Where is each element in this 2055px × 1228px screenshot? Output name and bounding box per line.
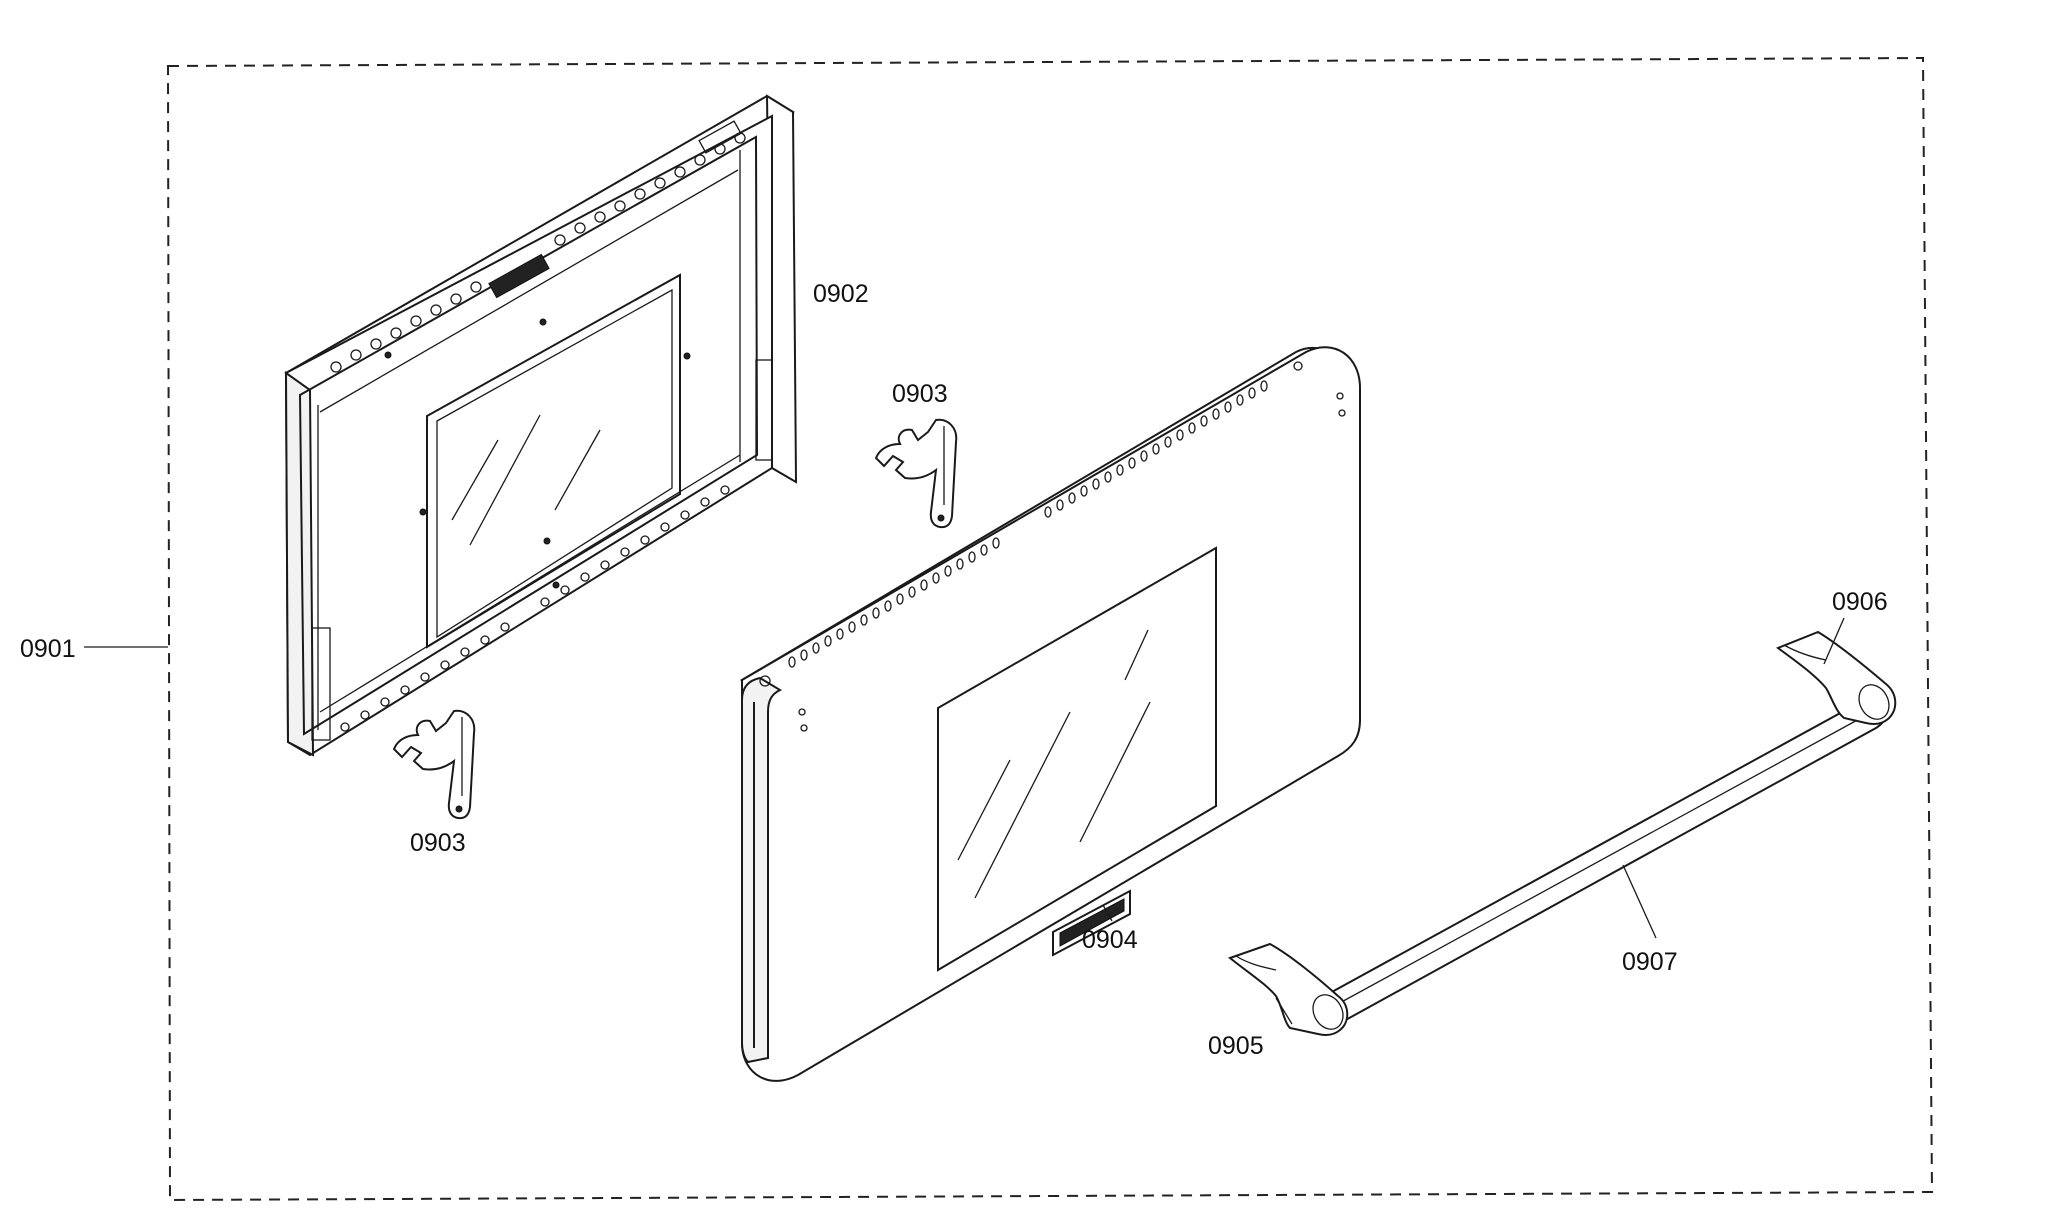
end-cap-left: [1227, 942, 1349, 1036]
callout-0905: 0905: [1208, 997, 1293, 1060]
callout-0906-label: 0906: [1832, 588, 1888, 616]
assembly-boundary: [166, 56, 1934, 1202]
callout-0902-label: 0902: [813, 280, 869, 308]
callout-0903-upper: 0903: [892, 380, 948, 408]
hinge-lower: [392, 709, 476, 820]
hinge-upper: [874, 418, 958, 529]
callout-0907-label: 0907: [1622, 948, 1678, 976]
callout-0907: 0907: [1622, 864, 1678, 976]
inner-door-vent-holes-bottom: [340, 485, 730, 732]
callout-0901: 0901: [20, 635, 168, 663]
end-cap-right: [1775, 630, 1897, 725]
callout-0904-label: 0904: [1082, 926, 1138, 954]
callout-0903-lower: 0903: [410, 829, 466, 857]
inner-door-vent-holes-top: [330, 132, 746, 373]
callout-0905-label: 0905: [1208, 1032, 1264, 1060]
callout-0901-label: 0901: [20, 635, 76, 663]
callout-0906: 0906: [1823, 588, 1888, 665]
handle-bar: [1328, 696, 1888, 1024]
inner-door-panel: [284, 94, 798, 757]
outer-door-vent-slots: [788, 380, 1268, 668]
callout-0903-lower-label: 0903: [410, 829, 466, 857]
callout-0903-upper-label: 0903: [892, 380, 948, 408]
callout-0902: 0902: [813, 280, 869, 308]
callout-0904: 0904: [1082, 904, 1138, 954]
outer-door-panel: [739, 346, 1361, 1082]
control-badge: [1052, 889, 1131, 957]
